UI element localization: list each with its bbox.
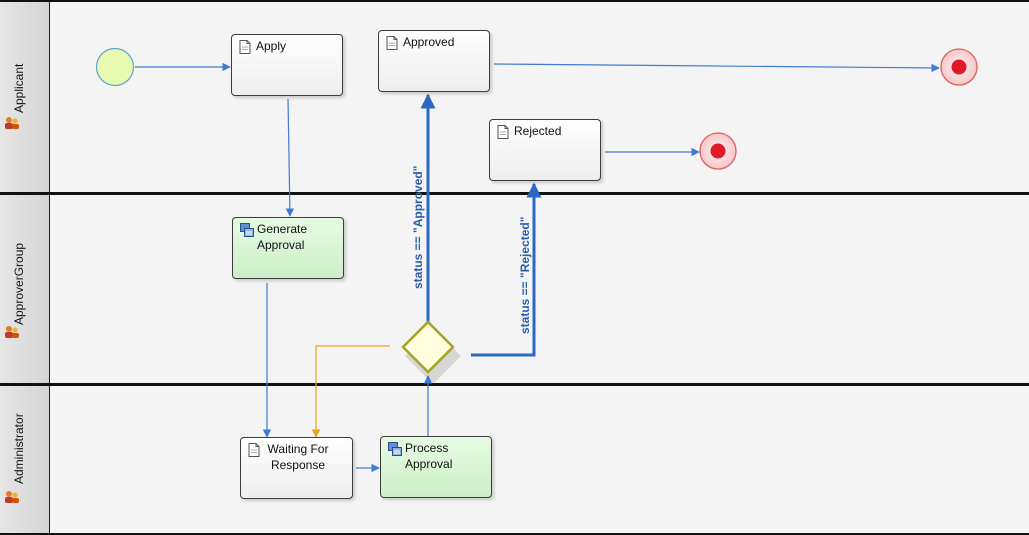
task-label: Process Approval — [405, 441, 453, 471]
flow-apply-to-generate-approval[interactable] — [285, 98, 295, 217]
task-waiting-for-response[interactable]: Waiting For Response — [240, 437, 353, 499]
lane-divider — [0, 192, 1029, 195]
condition-label-rejected: status == "Rejected" — [518, 217, 532, 334]
lane-divider — [0, 533, 1029, 535]
exclusive-gateway[interactable] — [401, 320, 455, 374]
service-task-icon — [388, 442, 402, 456]
lane-divider — [0, 0, 1029, 2]
group-users-icon — [5, 117, 19, 129]
document-icon — [248, 443, 260, 457]
conditional-flow-rejected[interactable] — [471, 182, 542, 357]
document-icon — [239, 40, 251, 54]
task-label: Rejected — [514, 124, 562, 138]
flow-gateway-loop-to-waiting[interactable] — [311, 345, 390, 438]
group-users-icon — [5, 491, 19, 503]
document-icon — [497, 125, 509, 139]
task-approved[interactable]: Approved — [378, 30, 490, 92]
start-event[interactable] — [95, 47, 135, 87]
service-task-icon — [240, 223, 254, 237]
condition-label-approved: status == "Approved" — [411, 166, 425, 289]
task-rejected[interactable]: Rejected — [489, 119, 601, 181]
document-icon — [386, 36, 398, 50]
task-label: Apply — [256, 39, 287, 53]
lane-header-administrator[interactable]: Administrator — [0, 384, 50, 535]
end-event-rejected[interactable] — [699, 132, 737, 170]
task-apply[interactable]: Apply — [231, 34, 343, 96]
task-label: Approved — [403, 35, 455, 49]
task-process-approval[interactable]: Process Approval — [380, 436, 492, 498]
end-event-approved[interactable] — [940, 48, 978, 86]
lane-divider — [0, 383, 1029, 386]
task-label: Generate Approval — [257, 222, 308, 252]
group-users-icon — [5, 326, 19, 338]
lane-header-applicant[interactable]: Applicant — [0, 0, 50, 193]
lane-header-approvergroup[interactable]: ApproverGroup — [0, 193, 50, 384]
flow-approved-to-end[interactable] — [493, 63, 940, 73]
task-label: Waiting For Response — [267, 442, 329, 472]
task-generate-approval[interactable]: Generate Approval — [232, 217, 344, 279]
